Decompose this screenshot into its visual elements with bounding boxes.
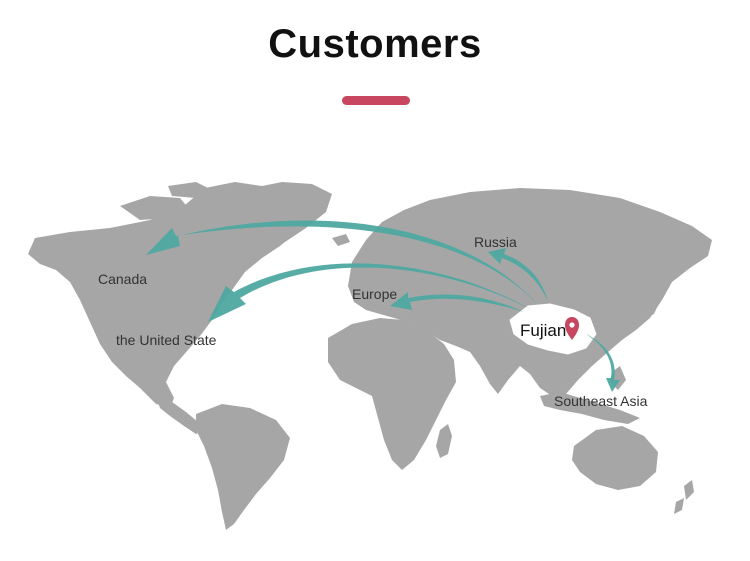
- export-routes: [146, 220, 620, 392]
- destination-label-canada: Canada: [98, 271, 147, 287]
- arrow-to-russia: [488, 248, 548, 302]
- origin-label: Fujian: [520, 321, 566, 340]
- destination-label-usa: the United State: [116, 332, 217, 348]
- destination-label-southeast-asia: Southeast Asia: [554, 393, 648, 409]
- arrow-to-usa: [208, 263, 532, 322]
- destination-label-europe: Europe: [352, 286, 397, 302]
- title-underline: [342, 96, 410, 105]
- arctic-islands: [120, 182, 212, 220]
- greenland: [228, 182, 332, 244]
- eurasia: [348, 188, 712, 396]
- north-america: [28, 182, 300, 408]
- japan: [642, 284, 662, 318]
- map-pin-icon: [565, 317, 579, 340]
- arrow-to-southeast-asia: [586, 334, 620, 392]
- south-america: [196, 404, 290, 530]
- destination-label-russia: Russia: [474, 234, 517, 250]
- central-america: [156, 396, 204, 434]
- australia: [572, 426, 658, 490]
- new-zealand: [674, 480, 694, 514]
- arrow-to-europe: [390, 292, 524, 312]
- world-landmass: [28, 182, 712, 530]
- africa: [328, 318, 456, 470]
- origin-region-fujian: [509, 303, 597, 355]
- madagascar: [436, 424, 452, 458]
- page-title: Customers: [268, 22, 482, 66]
